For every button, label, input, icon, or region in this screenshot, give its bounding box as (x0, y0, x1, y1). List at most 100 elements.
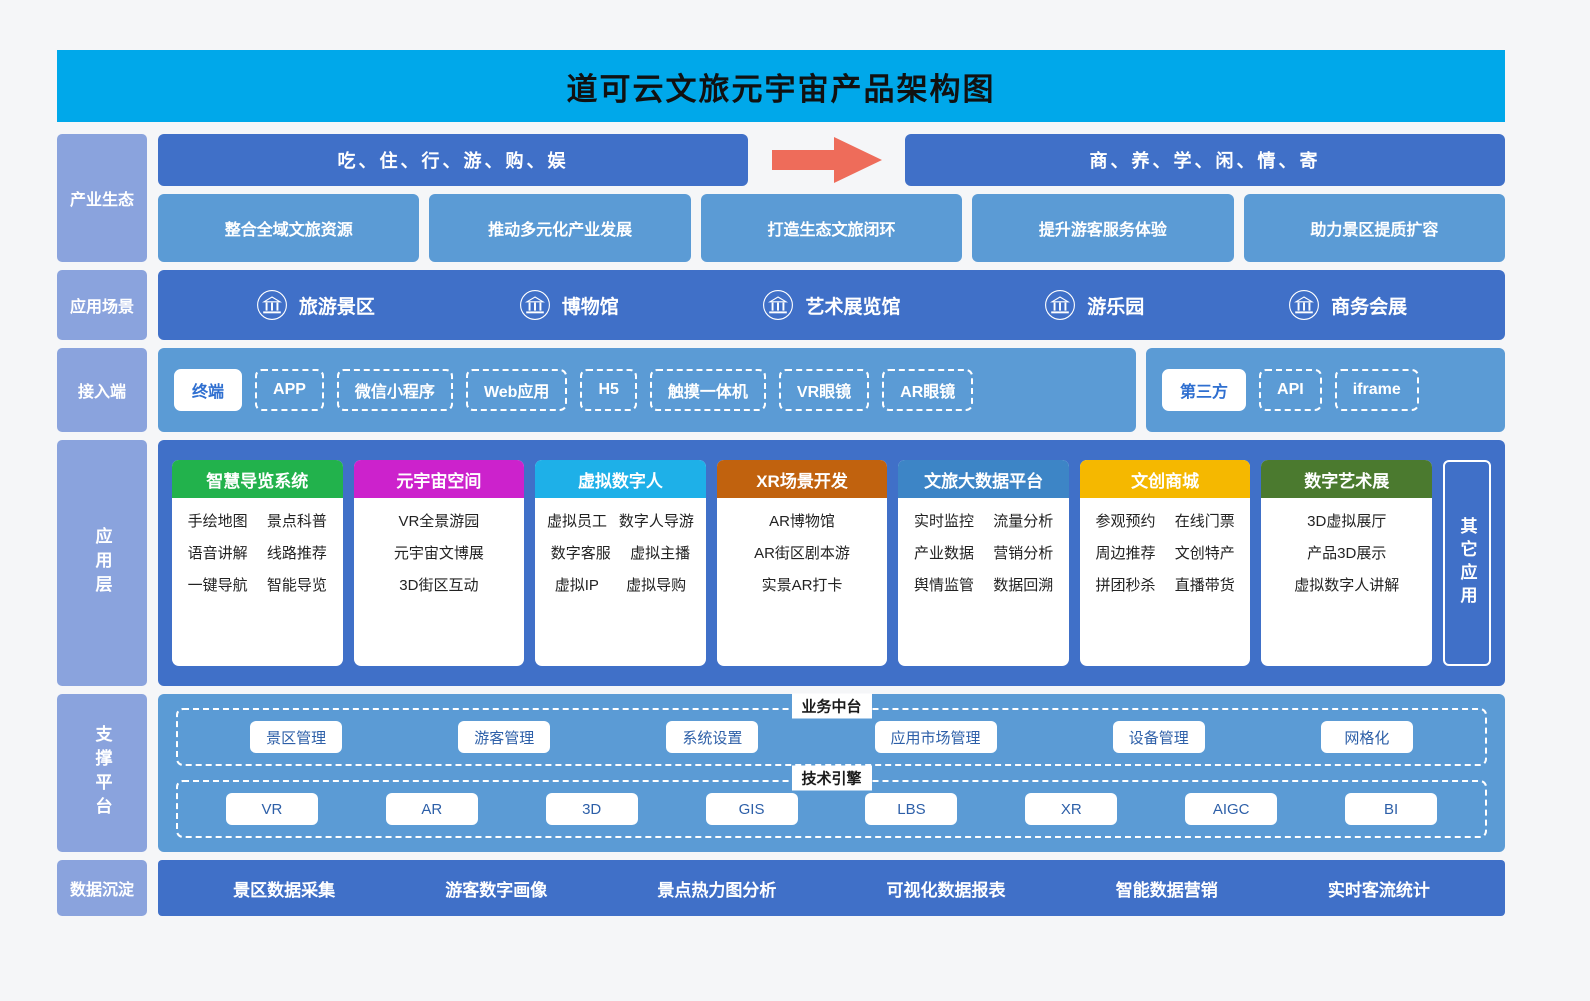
app-card-body: 3D虚拟展厅 产品3D展示 虚拟数字人讲解 (1261, 498, 1432, 666)
app-item: 语音讲解 (187, 545, 248, 562)
page-title: 道可云文旅元宇宙产品架构图 (566, 71, 996, 107)
pill-tourist-management[interactable]: 游客管理 (458, 721, 551, 753)
industry-cards: 整合全域文旅资源 推动多元化产业发展 打造生态文旅闭环 提升游客服务体验 助力景… (158, 194, 1506, 262)
access-panel-third-party: 第三方 API iframe (1146, 348, 1505, 432)
app-item: 数字客服 (550, 545, 611, 562)
pill-scenic-management[interactable]: 景区管理 (250, 721, 343, 753)
app-card-bigdata-platform[interactable]: 文旅大数据平台 实时监控 流量分析 产业数据 营销分析 舆情监管 数据回溯 (898, 460, 1069, 666)
app-card-body: AR博物馆 AR街区剧本游 实景AR打卡 (717, 498, 888, 666)
app-item: 流量分析 (993, 513, 1054, 530)
app-card-virtual-human[interactable]: 虚拟数字人 虚拟员工 数字人导游 数字客服 虚拟主播 虚拟IP 虚拟导购 (535, 460, 706, 666)
app-card-body: 实时监控 流量分析 产业数据 营销分析 舆情监管 数据回溯 (898, 498, 1069, 666)
side-label-industry: 产业生态 (57, 134, 147, 262)
data-item[interactable]: 游客数字画像 (445, 880, 548, 900)
pill-3d[interactable]: 3D (545, 793, 638, 825)
pill-system-settings[interactable]: 系统设置 (666, 721, 759, 753)
scene-item-label: 艺术展览馆 (805, 296, 901, 318)
eco-card[interactable]: 推动多元化产业发展 (429, 194, 691, 262)
app-item: 产业数据 (913, 545, 974, 562)
scene-item-label: 旅游景区 (298, 296, 375, 318)
app-card-row: 手绘地图 景点科普 (178, 510, 337, 531)
app-card-row: AR博物馆 (723, 510, 882, 531)
app-card-cultural-mall[interactable]: 文创商城 参观预约 在线门票 周边推荐 文创特产 拼团秒杀 直播带货 (1079, 460, 1251, 666)
access-chip-wechat-miniprogram[interactable]: 微信小程序 (336, 369, 453, 411)
app-card-row: 虚拟员工 数字人导游 (541, 510, 700, 531)
app-item: 虚拟主播 (630, 545, 691, 562)
group-title-business: 业务中台 (791, 693, 872, 719)
pill-vr[interactable]: VR (225, 793, 318, 825)
other-applications-box[interactable]: 其它应用 (1443, 460, 1492, 666)
app-item: 数字人导游 (618, 513, 694, 530)
side-label-support: 支撑平台 (57, 694, 147, 852)
app-item: 虚拟员工 (547, 513, 608, 530)
museum-icon (763, 290, 794, 320)
data-item[interactable]: 智能数据营销 (1115, 880, 1218, 900)
scene-item-2[interactable]: 艺术展览馆 (762, 289, 901, 321)
access-chip-web[interactable]: Web应用 (465, 369, 568, 411)
access-body: 终端 APP 微信小程序 Web应用 H5 触摸一体机 VR眼镜 AR眼镜 第三… (158, 348, 1505, 432)
technology-engine-group: 技术引擎 VR AR 3D GIS LBS XR AIGC BI (176, 765, 1487, 838)
app-card-title: 数字艺术展 (1261, 460, 1433, 498)
app-card-metaverse-space[interactable]: 元宇宙空间 VR全景游园 元宇宙文博展 3D街区互动 (353, 460, 525, 666)
access-chip-kiosk[interactable]: 触摸一体机 (649, 369, 766, 411)
pill-aigc[interactable]: AIGC (1185, 793, 1278, 825)
industry-body: 吃、住、行、游、购、娱 商、养、学、闲、情、寄 整合全域文旅资源 推动多元化产业… (158, 134, 1506, 262)
eco-card[interactable]: 提升游客服务体验 (972, 194, 1234, 262)
app-card-body: VR全景游园 元宇宙文博展 3D街区互动 (354, 498, 525, 666)
access-chip-api[interactable]: API (1259, 369, 1322, 411)
app-card-title: 元宇宙空间 (353, 460, 525, 498)
eco-card[interactable]: 助力景区提质扩容 (1243, 194, 1506, 262)
app-card-smart-guide[interactable]: 智慧导览系统 手绘地图 景点科普 语音讲解 线路推荐 一键导航 智能导览 (172, 460, 343, 666)
support-platform-row: 支撑平台 业务中台 景区管理 游客管理 系统设置 应用市场管理 设备管理 网格化… (57, 693, 1505, 852)
access-chip-terminal[interactable]: 终端 (174, 369, 243, 411)
app-card-xr-scene[interactable]: XR场景开发 AR博物馆 AR街区剧本游 实景AR打卡 (716, 460, 888, 666)
right-arrow-icon (771, 137, 882, 183)
scene-item-4[interactable]: 商务会展 (1288, 289, 1407, 321)
pill-gridding[interactable]: 网格化 (1320, 721, 1413, 753)
diagram-title-bar: 道可云文旅元宇宙产品架构图 (57, 50, 1505, 122)
app-item: 文创特产 (1174, 545, 1235, 562)
access-chip-ar-glasses[interactable]: AR眼镜 (882, 369, 974, 411)
app-card-row: 3D虚拟展厅 (1267, 510, 1426, 531)
access-chip-iframe[interactable]: iframe (1334, 369, 1419, 411)
app-item: 手绘地图 (187, 513, 248, 530)
scene-item-3[interactable]: 游乐园 (1044, 289, 1144, 321)
app-card-body: 虚拟员工 数字人导游 数字客服 虚拟主播 虚拟IP 虚拟导购 (535, 498, 706, 666)
access-chip-third-party[interactable]: 第三方 (1162, 369, 1247, 411)
pill-gis[interactable]: GIS (705, 793, 798, 825)
museum-icon (1045, 290, 1076, 320)
scene-item-1[interactable]: 博物馆 (519, 289, 619, 321)
app-card-title: 智慧导览系统 (172, 460, 343, 498)
eco-card[interactable]: 打造生态文旅闭环 (700, 194, 963, 262)
access-chip-h5[interactable]: H5 (580, 369, 637, 411)
pill-app-market-management[interactable]: 应用市场管理 (874, 721, 997, 753)
pill-lbs[interactable]: LBS (865, 793, 958, 825)
eco-card[interactable]: 整合全域文旅资源 (158, 194, 420, 262)
pill-bi[interactable]: BI (1345, 793, 1438, 825)
access-chip-app[interactable]: APP (255, 369, 324, 411)
pill-device-management[interactable]: 设备管理 (1112, 721, 1205, 753)
industry-bands: 吃、住、行、游、购、娱 商、养、学、闲、情、寄 (158, 134, 1505, 186)
app-card-row: 舆情监管 数据回溯 (904, 574, 1063, 595)
app-item: 元宇宙文博展 (393, 545, 484, 562)
data-item[interactable]: 可视化数据报表 (886, 880, 1006, 900)
data-item[interactable]: 景点热力图分析 (657, 880, 777, 900)
pill-xr[interactable]: XR (1025, 793, 1118, 825)
app-item: 线路推荐 (266, 545, 327, 562)
app-card-body: 参观预约 在线门票 周边推荐 文创特产 拼团秒杀 直播带货 (1080, 498, 1251, 666)
access-chip-vr-glasses[interactable]: VR眼镜 (778, 369, 870, 411)
pill-ar[interactable]: AR (385, 793, 478, 825)
app-item: 实时监控 (913, 513, 974, 530)
side-label-app-layer: 应用层 (57, 440, 147, 686)
data-item[interactable]: 景区数据采集 (233, 880, 336, 900)
app-card-digital-art[interactable]: 数字艺术展 3D虚拟展厅 产品3D展示 虚拟数字人讲解 (1261, 460, 1433, 666)
app-item: 3D街区互动 (399, 577, 479, 594)
data-item[interactable]: 实时客流统计 (1327, 880, 1430, 900)
scene-item-0[interactable]: 旅游景区 (256, 289, 375, 321)
app-item: 营销分析 (993, 545, 1054, 562)
museum-icon (1289, 290, 1320, 320)
app-card-row: 产业数据 营销分析 (904, 542, 1063, 563)
app-item: 景点科普 (266, 513, 327, 530)
app-item: 参观预约 (1095, 513, 1156, 530)
